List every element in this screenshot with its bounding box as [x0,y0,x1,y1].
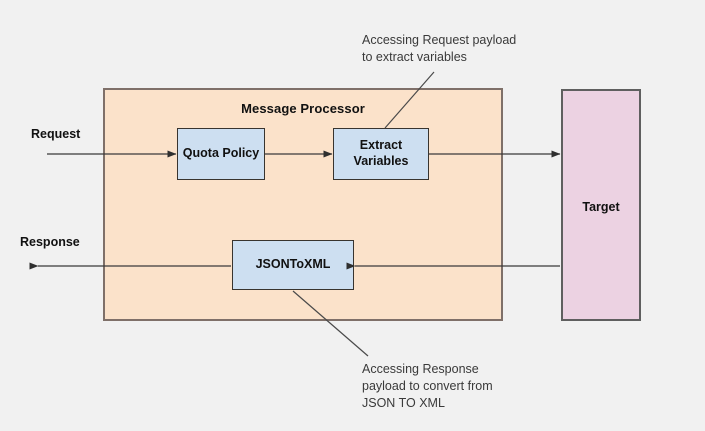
target-label: Target [582,200,620,214]
policy-box-quota: Quota Policy [177,128,265,180]
message-processor-label: Message Processor [241,101,365,116]
response-annotation-text: Accessing Response payload to convert fr… [362,362,493,410]
policy-box-extract-variables: Extract Variables [333,128,429,180]
target-box [561,89,641,321]
request-annotation-text: Accessing Request payload to extract var… [362,33,517,64]
response-flow-label: Response [20,235,80,249]
policy-box-jsontoxml: JSONToXML [232,240,354,290]
request-flow-label: Request [31,127,81,141]
